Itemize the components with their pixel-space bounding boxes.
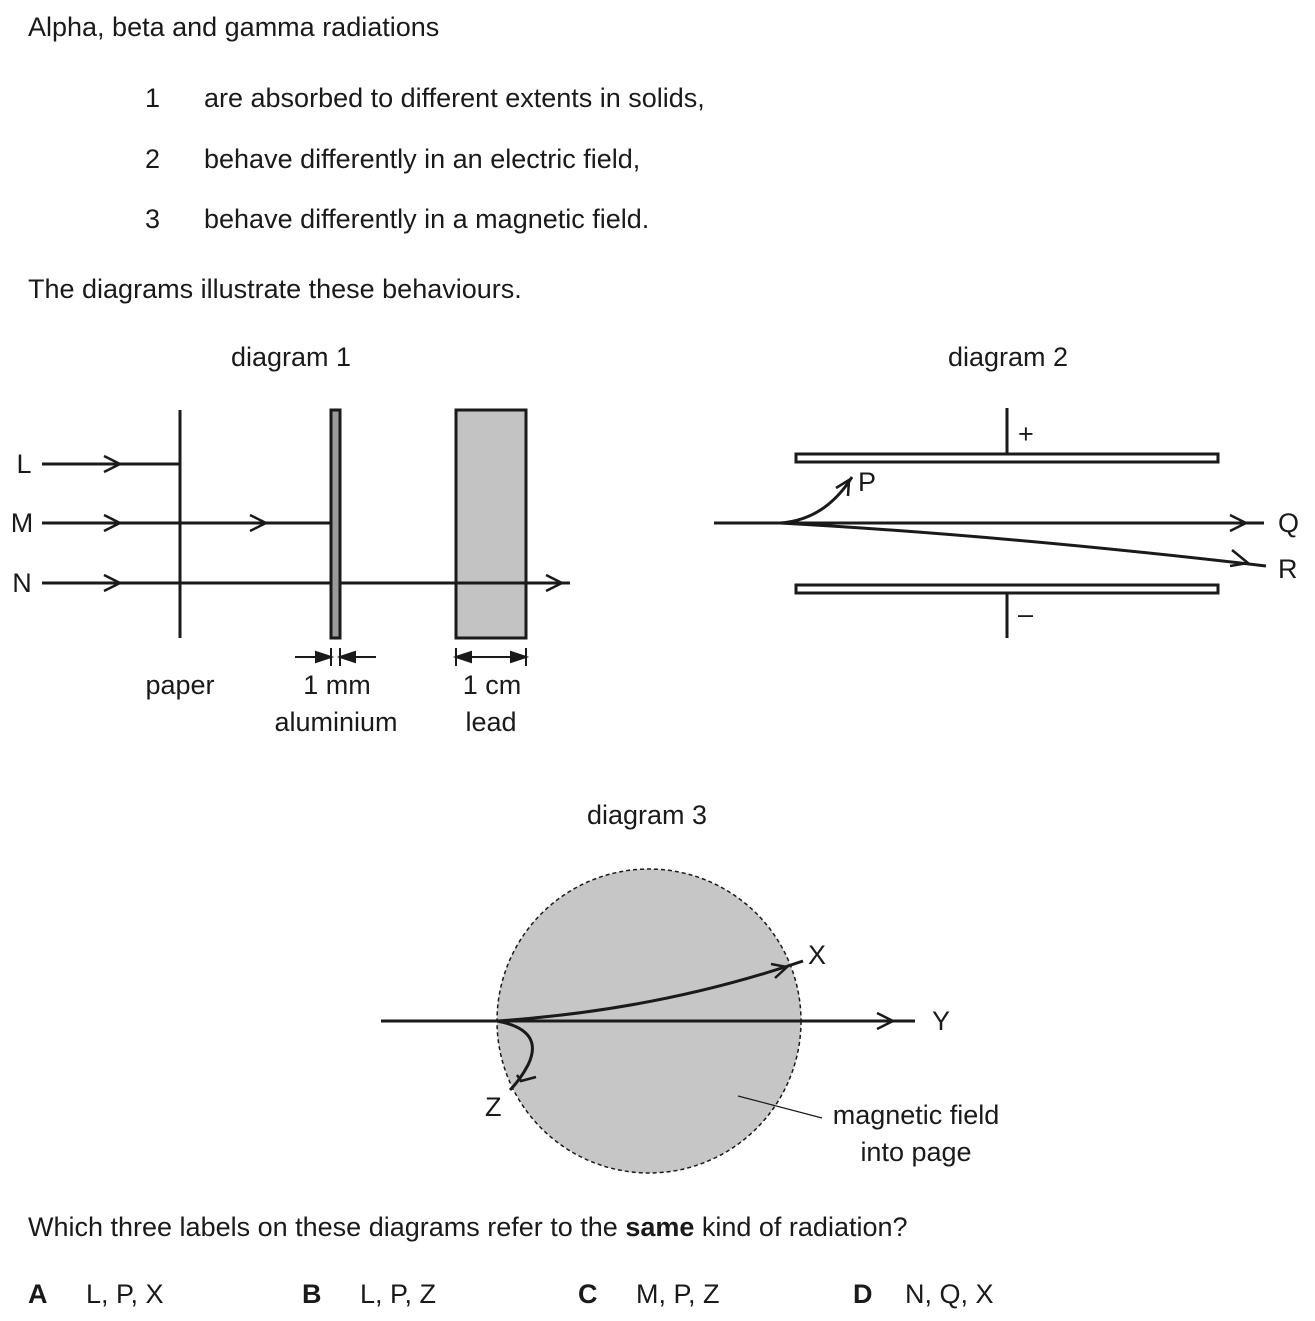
arrow-head [1229,513,1249,533]
question-text: Which three labels on these diagrams ref… [28,1214,908,1241]
option-A-text: L, P, X [86,1279,164,1309]
statement-number: 2 [145,144,161,174]
option-C-text: M, P, Z [636,1279,720,1309]
ray-Z [496,1019,534,1092]
option-B-letter: B [302,1279,322,1309]
positive-plate [794,452,1220,464]
field-label-line2: into page [860,1137,971,1167]
question-before: Which three labels on these diagrams ref… [28,1212,626,1242]
statement-text: behave differently in a magnetic field. [204,204,650,234]
ray-label-M: M [11,508,34,538]
minus-sign: – [1018,599,1033,629]
aluminium-thickness-label: 1 mm [303,670,371,700]
label-X: X [808,940,826,970]
dimension-arrow [510,650,530,664]
statement-text: behave differently in an electric field, [204,144,641,174]
option-A-letter: A [28,1279,48,1309]
lead-block [454,408,528,640]
dimension-arrow [336,650,356,664]
plus-sign: + [1018,419,1034,449]
statement-number: 3 [145,204,161,234]
field-leader-line [737,1095,823,1119]
option-D-letter: D [853,1279,873,1309]
diagram3-title: diagram 3 [587,800,707,830]
intro-text: Alpha, beta and gamma radiations [28,12,440,42]
ray-label-L: L [16,449,31,479]
aluminium-sheet [329,408,342,640]
field-label-line1: magnetic field [833,1100,1000,1130]
arrow-head [103,454,123,474]
lead-thickness-label: 1 cm [463,670,522,700]
ray-R [779,521,1267,568]
label-Y: Y [932,1006,950,1036]
statement-text: are absorbed to different extents in sol… [204,83,705,113]
label-Z: Z [485,1092,502,1122]
diagrams-intro: The diagrams illustrate these behaviours… [28,274,522,304]
lead-label: lead [465,707,516,737]
statement-number: 1 [145,83,161,113]
question-emphasis: same [625,1212,695,1242]
option-C-letter: C [578,1279,598,1309]
diagram2-title: diagram 2 [948,342,1068,372]
arrow-head [770,962,790,979]
question-after: kind of radiation? [694,1212,908,1242]
arrow-head [103,513,123,533]
label-Q: Q [1278,508,1299,538]
option-B-text: L, P, Z [360,1279,437,1309]
arrow-head [249,513,269,533]
option-D-text: N, Q, X [905,1279,994,1309]
aluminium-label: aluminium [274,707,397,737]
arrow-head [1229,549,1251,568]
arrow-head [103,573,123,593]
arrow-head [545,573,565,593]
dimension-arrow [452,650,472,664]
label-R: R [1278,554,1298,584]
label-P: P [858,467,876,497]
arrow-head [876,1011,896,1031]
dimension-arrow [315,650,335,664]
diagram1-title: diagram 1 [231,342,351,372]
arrow-head [515,1074,537,1083]
ray-X [496,959,804,1023]
paper-label: paper [145,670,214,700]
arrow-head [835,477,851,497]
ray-label-N: N [12,568,32,598]
ray-P [779,476,854,525]
negative-plate [794,583,1220,595]
